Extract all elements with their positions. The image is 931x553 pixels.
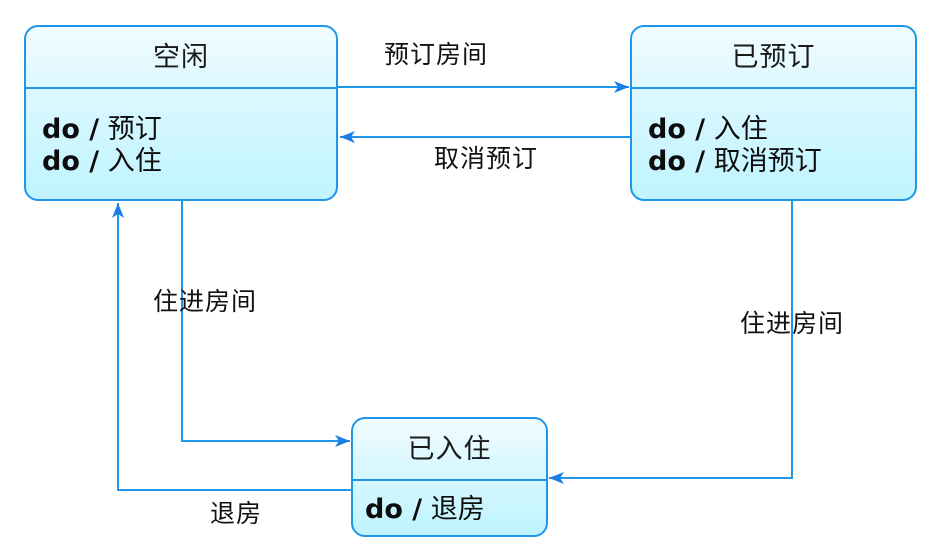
state-node-reserved[interactable]: 已预订 do / 入住 do / 取消预订 xyxy=(630,25,917,201)
activity-action: 入住 xyxy=(107,146,162,177)
activity-action: 预订 xyxy=(107,114,162,146)
transition-label-check-in-right: 住进房间 xyxy=(740,309,845,338)
activity-line: do / 退房 xyxy=(365,494,546,526)
activity-keyword: do / xyxy=(648,146,706,177)
state-node-occupied[interactable]: 已入住 do / 退房 xyxy=(351,417,548,537)
transition-edge-reserved-to-occupied xyxy=(549,201,793,484)
state-node-idle[interactable]: 空闲 do / 预订 do / 入住 xyxy=(24,25,338,201)
activity-keyword: do / xyxy=(42,146,100,177)
transition-label-cancel-booking: 取消预订 xyxy=(434,144,539,173)
activity-action: 入住 xyxy=(713,114,768,146)
state-title-occupied: 已入住 xyxy=(353,419,546,481)
activity-keyword: do / xyxy=(42,114,100,146)
activity-line: do / 入住 xyxy=(42,146,336,178)
transition-edge-occupied-to-idle xyxy=(112,203,351,491)
activity-keyword: do / xyxy=(365,494,423,526)
activity-line: do / 入住 xyxy=(648,114,915,146)
activity-line: do / 预订 xyxy=(42,114,336,146)
state-activities-idle: do / 预订 do / 入住 xyxy=(26,89,336,199)
activity-action: 退房 xyxy=(430,494,485,526)
transition-label-check-out: 退房 xyxy=(210,499,263,528)
state-activities-reserved: do / 入住 do / 取消预订 xyxy=(632,89,915,199)
activity-keyword: do / xyxy=(648,114,706,146)
transition-edge-idle-to-occupied xyxy=(181,201,350,447)
state-title-idle: 空闲 xyxy=(26,27,336,89)
transition-label-check-in-left: 住进房间 xyxy=(153,287,258,316)
activity-line: do / 取消预订 xyxy=(648,146,915,178)
state-title-reserved: 已预订 xyxy=(632,27,915,89)
activity-action: 取消预订 xyxy=(713,146,822,177)
state-activities-occupied: do / 退房 xyxy=(353,481,546,535)
transition-label-book-room: 预订房间 xyxy=(384,40,489,69)
